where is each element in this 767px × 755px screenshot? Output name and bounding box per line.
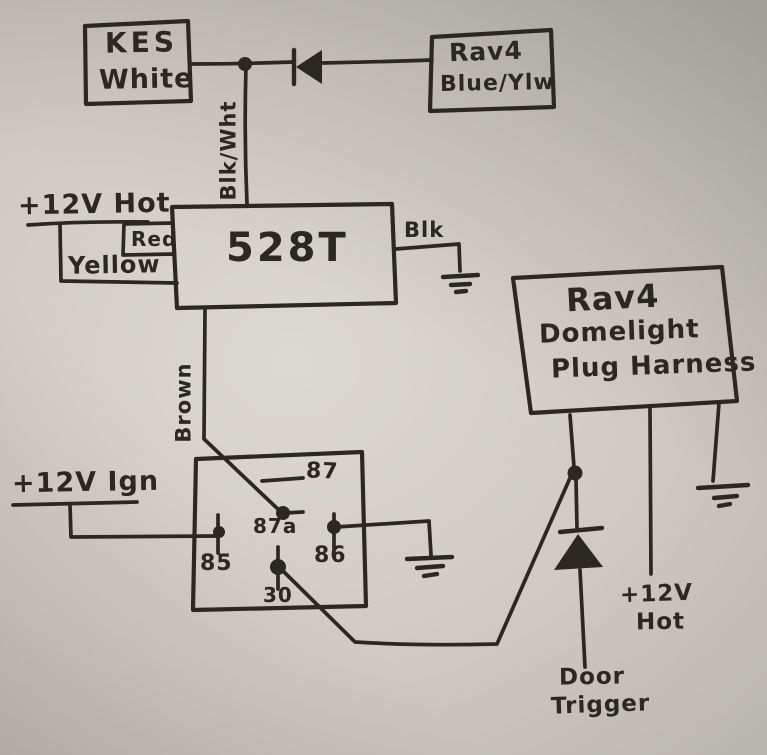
relay-pin87-stub [260, 476, 305, 483]
wire-brown [202, 307, 283, 514]
wire-dome-ground [711, 401, 721, 483]
relay-box [190, 449, 369, 613]
door-trigger-label-2: Trigger [550, 690, 651, 720]
wire-diode-to-rav4 [320, 58, 434, 65]
ground-icon-86 [404, 554, 455, 579]
ground-symbols [404, 272, 751, 579]
rav4-wire-box [427, 27, 557, 114]
blk-wire-label: Blk [404, 218, 445, 242]
rav4-wire-label-1: Rav4 [448, 35, 524, 68]
hot-left-underline [26, 219, 150, 227]
ground-icon-blk [440, 272, 481, 295]
module-528t-box [169, 201, 399, 311]
wire-blk-to-ground [394, 242, 462, 273]
hot-left-label: +12V Hot [17, 187, 171, 222]
red-wire-label: Red [131, 227, 178, 251]
junction-dot-top [238, 57, 252, 71]
kes-box [82, 18, 194, 107]
terminal-dot-30 [270, 559, 286, 575]
red-label-box [121, 221, 176, 257]
module-528t-label: 528T [226, 225, 349, 271]
ign-underline [11, 500, 139, 507]
wire-30-to-junction [279, 476, 572, 647]
diode-icon-top [291, 47, 322, 87]
relay-pin87-label: 87 [305, 458, 340, 485]
wire-dome-hot [648, 407, 653, 576]
terminal-dot-85 [213, 526, 225, 538]
door-trigger-label-1: Door [558, 663, 626, 691]
blkwht-wire-label: Blk/Wht [216, 100, 241, 201]
hot-right-label-1: +12V [619, 579, 694, 609]
diode-icon-door-trigger [554, 525, 605, 570]
relay-pin87a-label: 87a [253, 514, 298, 538]
terminal-dot-86 [327, 520, 341, 534]
terminal-dot-87a [276, 506, 290, 520]
domelight-label-3: Plug Harness [550, 347, 757, 385]
wire-ign-to-85 [68, 502, 218, 539]
yellow-wire-label: Yellow [67, 250, 161, 280]
brown-wire-label: Brown [171, 362, 196, 443]
wire-86-to-ground [334, 519, 433, 557]
relay-pin86-label: 86 [314, 543, 347, 568]
hot-right-label-2: Hot [635, 608, 686, 636]
relay-pin85-label: 85 [200, 551, 233, 576]
diodes [291, 47, 605, 570]
wire-yellow [58, 222, 179, 285]
wire-blkwht [243, 64, 249, 206]
ign-label: +12V Ign [11, 465, 160, 500]
kes-box-label-1: KES [104, 25, 179, 60]
domelight-box [510, 264, 740, 416]
junction-dots [213, 57, 583, 575]
relay-pin30-label: 30 [263, 583, 293, 607]
junction-dot-domelight [567, 465, 583, 481]
domelight-label-2: Domelight [538, 314, 701, 350]
wire-dome-trigger-lower [578, 568, 587, 669]
wire-dome-trigger-upper [568, 413, 576, 469]
ground-icon-domelight [695, 482, 751, 509]
kes-box-label-2: White [98, 63, 194, 96]
rav4-wire-label-2: Blue/Ylw [439, 70, 555, 97]
domelight-label-1: Rav4 [565, 276, 661, 320]
wire-dome-trigger-mid [574, 477, 579, 530]
